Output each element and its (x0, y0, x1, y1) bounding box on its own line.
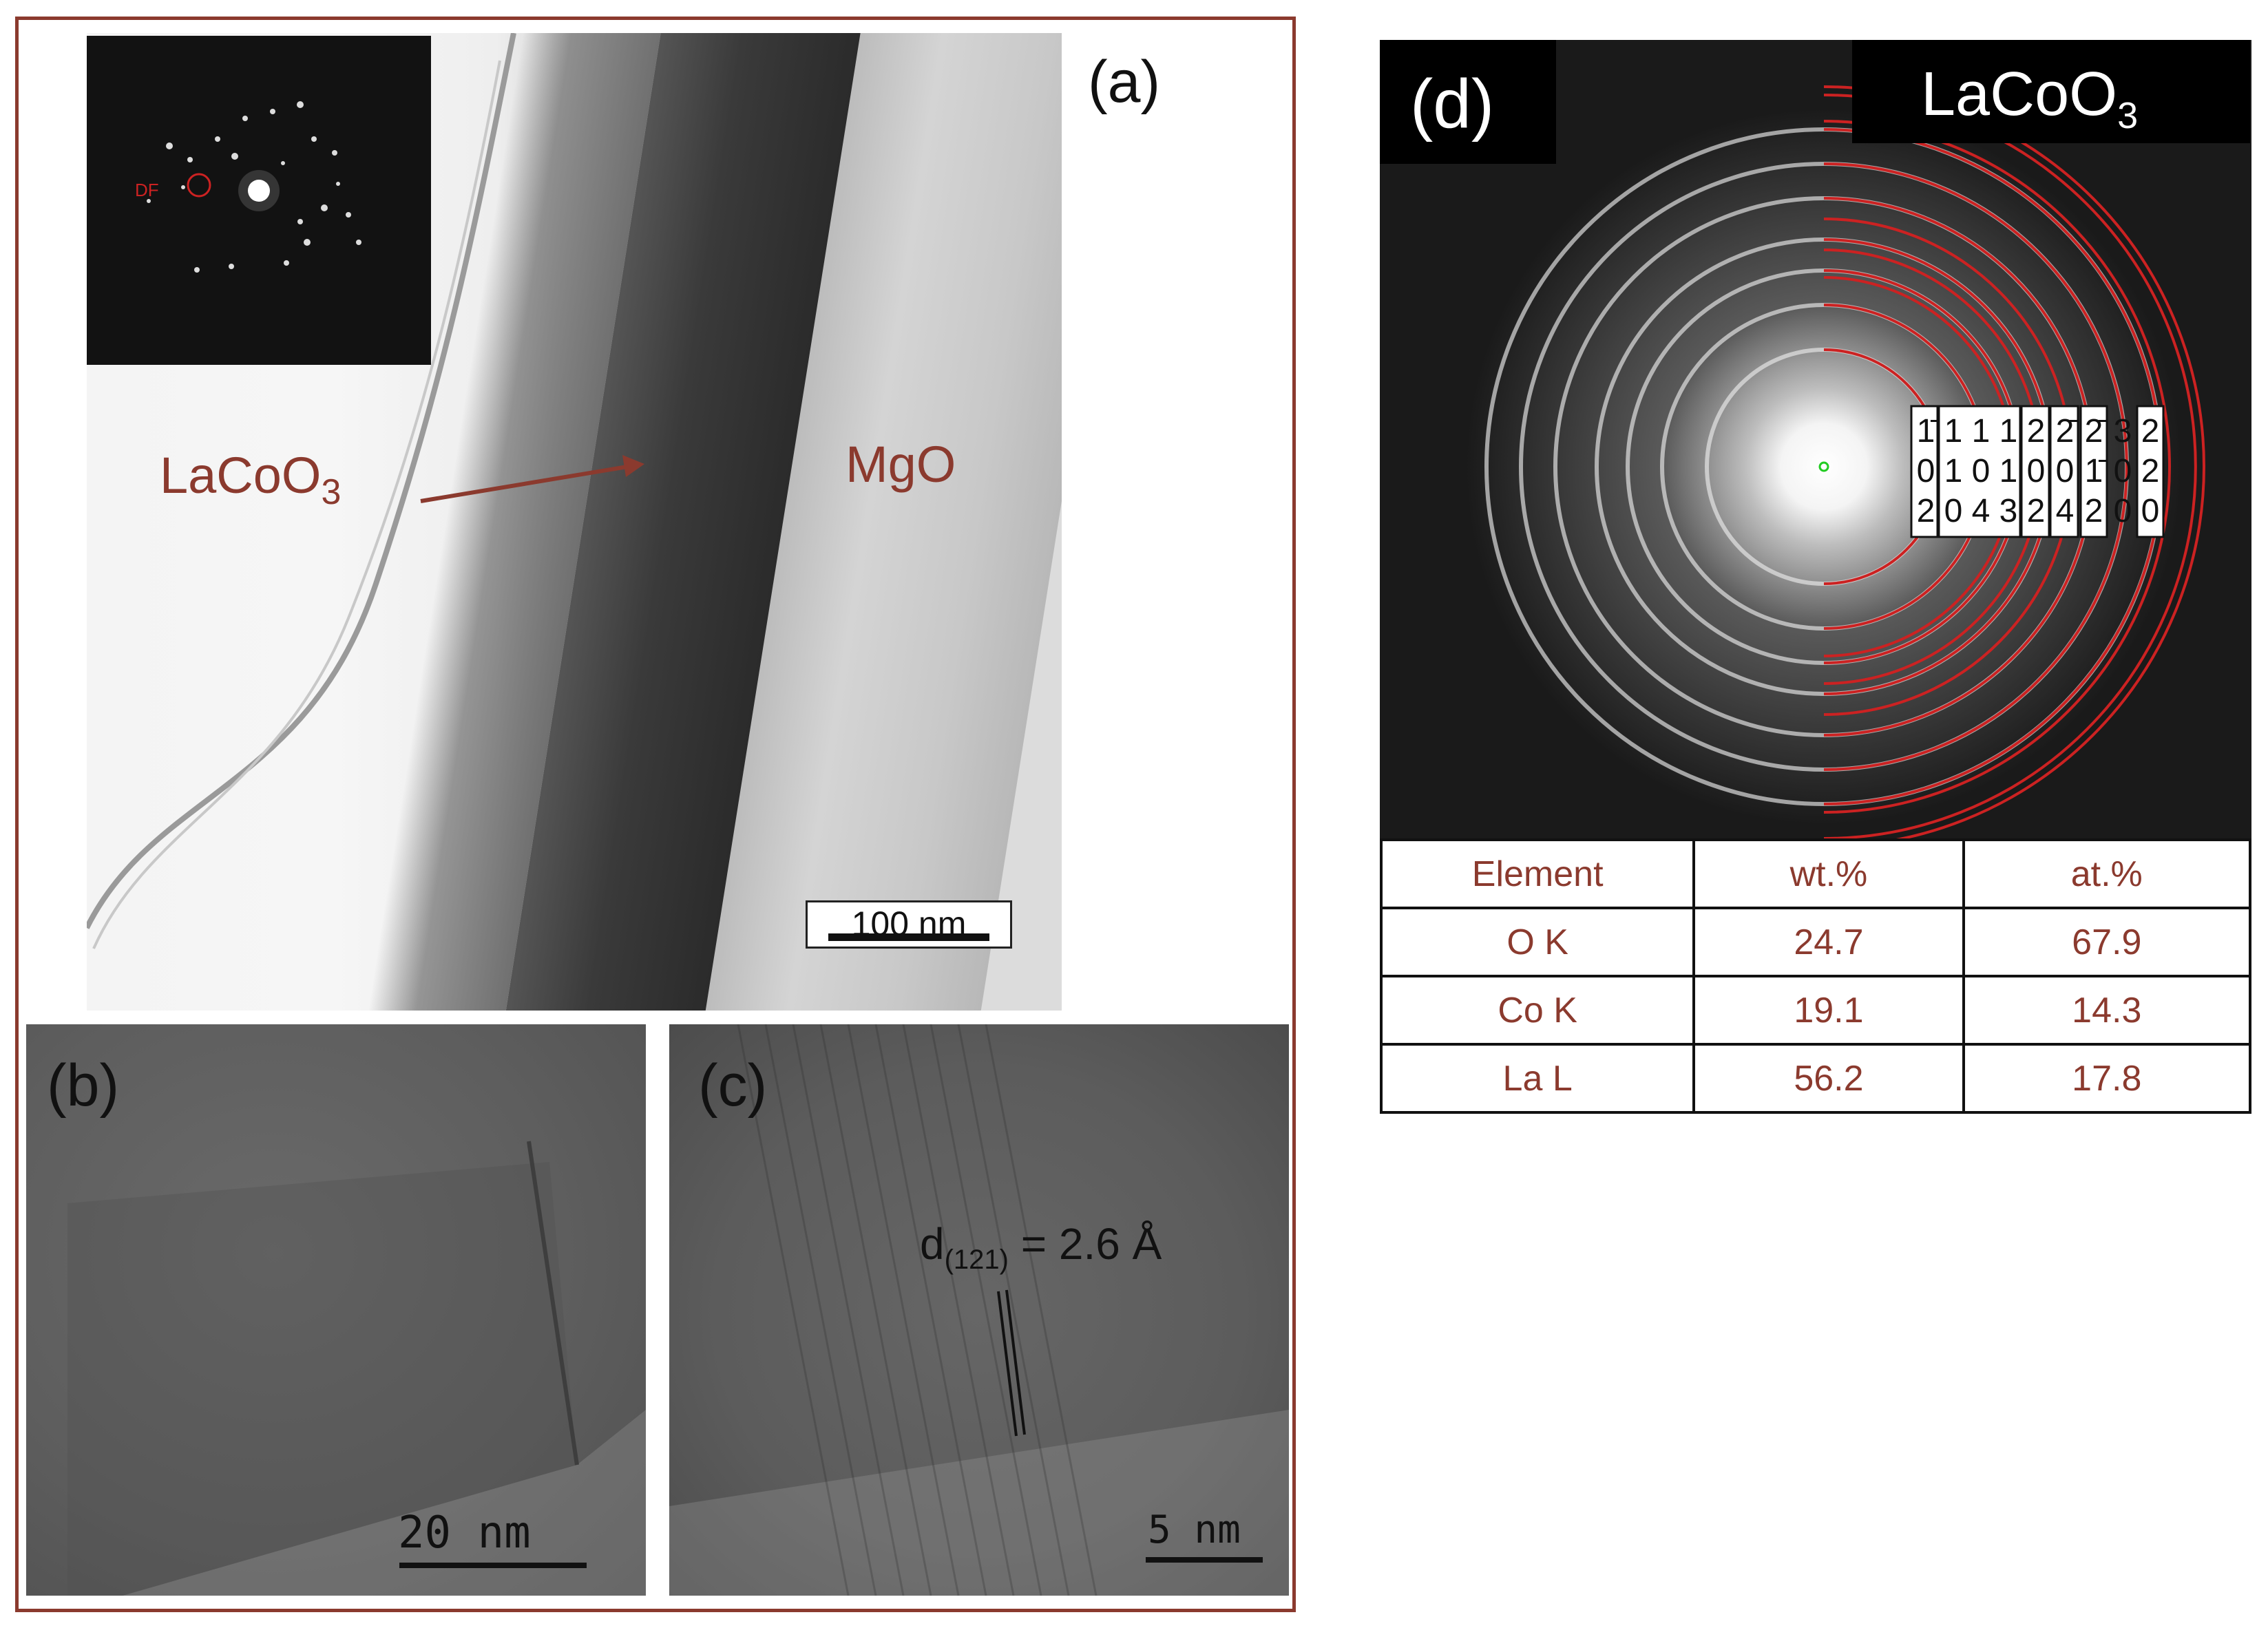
panel-b-label: (b) (47, 1053, 120, 1119)
eds-composition-table: Element wt.% at.% O K 24.7 67.9 Co K 19.… (1379, 838, 2252, 1114)
panel-b-texture (67, 1141, 646, 1596)
d-spacing-annotation: d(121) = 2.6 Å (920, 1219, 1162, 1275)
table-header-row: Element wt.% at.% (1379, 838, 2252, 909)
scale-bar-b-line (399, 1563, 587, 1568)
panel-d-title: LaCoO3 (1921, 60, 2139, 136)
diffraction-inset: DF (87, 36, 431, 365)
ring-label-7: 2̄1̄2 (2084, 413, 2103, 529)
grid-edge-lines (87, 33, 516, 949)
scale-bar-a: 100 nm (806, 900, 1012, 949)
scale-bar-c-line (1146, 1557, 1263, 1563)
table-cell: 14.3 (1962, 975, 2252, 1046)
panel-c-label: (c) (698, 1053, 768, 1119)
table-cell: Co K (1379, 975, 1696, 1046)
table-cell: O K (1379, 907, 1696, 977)
panel-d-ring-pattern (1380, 40, 2251, 838)
table-header: wt.% (1692, 838, 1965, 909)
table-row: La L 56.2 17.8 (1379, 1043, 2252, 1114)
scale-bar-b-text: 20 nm (398, 1508, 531, 1558)
table-cell: La L (1379, 1043, 1696, 1114)
panel-b-hrtem-image: (b) 20 nm (26, 1024, 646, 1596)
inset-df-label: DF (135, 180, 159, 200)
panel-c-hrtem-image: (c) d(121) = 2.6 Å 5 nm (669, 1024, 1289, 1596)
table-cell: 17.8 (1962, 1043, 2252, 1114)
scale-bar-a-line (828, 933, 989, 941)
table-row: O K 24.7 67.9 (1379, 907, 2252, 977)
center-marker (1818, 461, 1829, 472)
film-label: LaCoO3 (160, 447, 342, 512)
panel-a-label: (a) (1088, 49, 1161, 115)
substrate-label: MgO (846, 436, 956, 493)
table-cell: 67.9 (1962, 907, 2252, 977)
panel-d-label: (d) (1410, 65, 1495, 142)
pointer-arrow (420, 455, 644, 503)
scale-bar-c-text: 5 nm (1148, 1508, 1241, 1552)
panel-a-tem-image: DF (87, 33, 1062, 1011)
table-row: Co K 19.1 14.3 (1379, 975, 2252, 1046)
table-cell: 19.1 (1692, 975, 1965, 1046)
left-figure-frame (15, 17, 1296, 1612)
table-header: Element (1379, 838, 1696, 909)
panel-d-title-box: LaCoO3 (1852, 40, 2250, 143)
panel-c-texture (669, 1024, 1289, 1596)
ring-index-labels (1910, 405, 2165, 538)
table-cell: 24.7 (1692, 907, 1965, 977)
table-header: at.% (1962, 838, 2252, 909)
table-cell: 56.2 (1692, 1043, 1965, 1114)
panel-d-label-box: (d) (1380, 40, 1556, 164)
